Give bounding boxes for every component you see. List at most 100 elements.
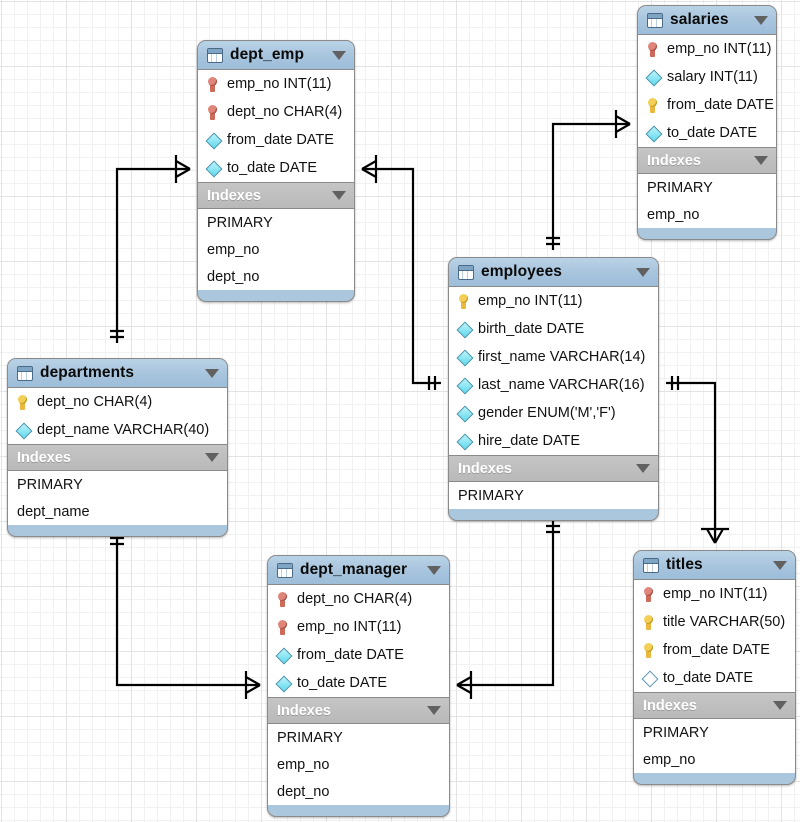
indexes-list-employees: PRIMARY — [449, 482, 658, 509]
column-row[interactable]: to_date DATE — [198, 154, 354, 182]
indexes-header-dept_emp[interactable]: Indexes — [198, 183, 354, 209]
relationship-employees-titles[interactable] — [666, 376, 729, 544]
column-label: dept_no CHAR(4) — [37, 394, 153, 410]
chevron-down-icon[interactable] — [636, 464, 650, 473]
index-label: emp_no — [647, 206, 700, 223]
column-row[interactable]: emp_no INT(11) — [449, 287, 658, 315]
chevron-down-icon[interactable] — [332, 50, 346, 60]
index-row[interactable]: PRIMARY — [449, 482, 658, 509]
column-icon — [207, 160, 220, 176]
index-row[interactable]: PRIMARY — [638, 174, 776, 201]
column-icon — [643, 670, 656, 686]
indexes-header-titles[interactable]: Indexes — [634, 693, 795, 719]
index-row[interactable]: dept_no — [198, 263, 354, 290]
table-node-salaries[interactable]: salaries emp_no INT(11)salary INT(11)from… — [637, 5, 777, 240]
index-label: emp_no — [207, 241, 260, 258]
indexes-label: Indexes — [17, 449, 71, 466]
table-header-salaries[interactable]: salaries — [638, 6, 776, 35]
column-row[interactable]: birth_date DATE — [449, 315, 658, 343]
table-node-departments[interactable]: departments dept_no CHAR(4) dept_name VARC… — [7, 358, 228, 537]
column-row[interactable]: dept_no CHAR(4) — [198, 98, 354, 126]
chevron-down-icon[interactable] — [205, 368, 219, 378]
column-row[interactable]: from_date DATE — [634, 636, 795, 664]
index-row[interactable]: emp_no — [198, 236, 354, 263]
column-row[interactable]: last_name VARCHAR(16) — [449, 371, 658, 399]
indexes-header-dept_manager[interactable]: Indexes — [268, 698, 449, 724]
column-row[interactable]: from_date DATE — [198, 126, 354, 154]
column-label: to_date DATE — [297, 675, 388, 691]
index-row[interactable]: dept_name — [8, 498, 227, 525]
column-label: last_name VARCHAR(16) — [478, 377, 645, 393]
indexes-header-salaries[interactable]: Indexes — [638, 148, 776, 174]
table-header-employees[interactable]: employees — [449, 258, 658, 287]
column-row[interactable]: to_date DATE — [638, 119, 776, 147]
column-row[interactable]: emp_no INT(11) — [638, 35, 776, 63]
column-row[interactable]: gender ENUM('M','F') — [449, 399, 658, 427]
column-row[interactable]: salary INT(11) — [638, 63, 776, 91]
index-row[interactable]: PRIMARY — [268, 724, 449, 751]
column-row[interactable]: emp_no INT(11) — [634, 580, 795, 608]
column-icon — [458, 433, 471, 449]
column-row[interactable]: title VARCHAR(50) — [634, 608, 795, 636]
chevron-down-icon[interactable] — [332, 191, 346, 200]
column-row[interactable]: to_date DATE — [268, 669, 449, 697]
table-header-dept_manager[interactable]: dept_manager — [268, 556, 449, 585]
column-row[interactable]: from_date DATE — [638, 91, 776, 119]
indexes-label: Indexes — [207, 187, 261, 204]
table-icon — [277, 562, 293, 578]
index-row[interactable]: emp_no — [638, 201, 776, 228]
column-label: dept_no CHAR(4) — [227, 104, 343, 120]
column-row[interactable]: emp_no INT(11) — [268, 613, 449, 641]
table-header-departments[interactable]: departments — [8, 359, 227, 388]
column-row[interactable]: dept_no CHAR(4) — [268, 585, 449, 613]
indexes-header-departments[interactable]: Indexes — [8, 445, 227, 471]
relationship-departments-dept_emp[interactable] — [110, 155, 191, 343]
column-row[interactable]: to_date DATE — [634, 664, 795, 692]
column-icon — [207, 132, 220, 148]
index-label: PRIMARY — [647, 179, 713, 196]
relationship-employees-dept_manager[interactable] — [456, 519, 560, 699]
index-row[interactable]: PRIMARY — [8, 471, 227, 498]
index-row[interactable]: emp_no — [634, 746, 795, 773]
column-row[interactable]: first_name VARCHAR(14) — [449, 343, 658, 371]
column-icon — [458, 349, 471, 365]
relationship-departments-dept_manager[interactable] — [110, 531, 261, 699]
columns-section-departments: dept_no CHAR(4) dept_name VARCHAR(40) — [8, 388, 227, 445]
column-icon — [458, 377, 471, 393]
chevron-down-icon[interactable] — [754, 156, 768, 165]
indexes-header-employees[interactable]: Indexes — [449, 456, 658, 482]
index-row[interactable]: PRIMARY — [634, 719, 795, 746]
column-label: emp_no INT(11) — [663, 586, 768, 602]
columns-section-dept_manager: dept_no CHAR(4)emp_no INT(11)from_date D… — [268, 585, 449, 698]
column-row[interactable]: from_date DATE — [268, 641, 449, 669]
table-header-titles[interactable]: titles — [634, 551, 795, 580]
column-row[interactable]: hire_date DATE — [449, 427, 658, 455]
chevron-down-icon[interactable] — [427, 565, 441, 575]
column-row[interactable]: emp_no INT(11) — [198, 70, 354, 98]
index-row[interactable]: dept_no — [268, 778, 449, 805]
chevron-down-icon[interactable] — [754, 15, 768, 25]
index-row[interactable]: emp_no — [268, 751, 449, 778]
table-title: salaries — [670, 11, 729, 28]
column-row[interactable]: dept_no CHAR(4) — [8, 388, 227, 416]
chevron-down-icon[interactable] — [427, 706, 441, 715]
column-row[interactable]: dept_name VARCHAR(40) — [8, 416, 227, 444]
column-label: to_date DATE — [663, 670, 754, 686]
index-row[interactable]: PRIMARY — [198, 209, 354, 236]
chevron-down-icon[interactable] — [773, 560, 787, 570]
relationship-employees-salaries[interactable] — [546, 110, 631, 250]
table-title: employees — [481, 263, 563, 280]
table-header-dept_emp[interactable]: dept_emp — [198, 41, 354, 70]
table-node-titles[interactable]: titles emp_no INT(11) title VARCHAR(50)fro… — [633, 550, 796, 785]
chevron-down-icon[interactable] — [636, 267, 650, 277]
chevron-down-icon[interactable] — [205, 453, 219, 462]
chevron-down-icon[interactable] — [773, 701, 787, 710]
relationship-employees-dept_emp[interactable] — [361, 155, 441, 390]
